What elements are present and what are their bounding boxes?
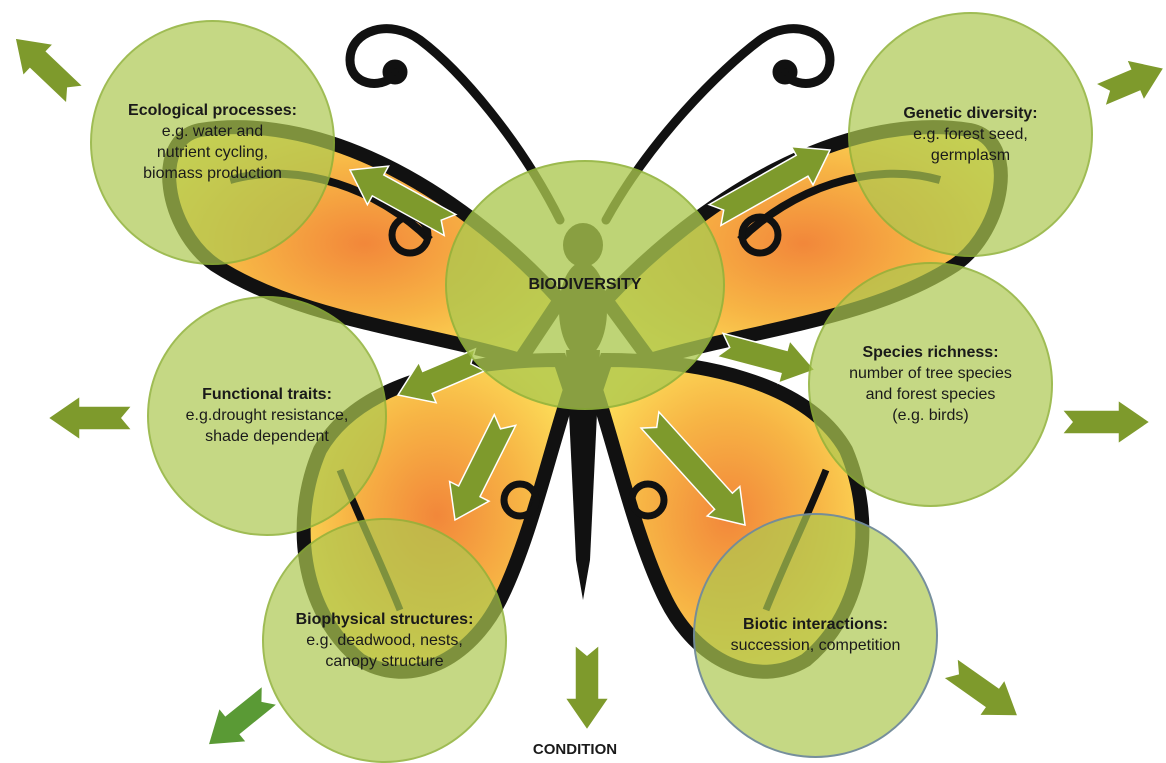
ecological-processes-circle: Ecological processes: e.g. water and nut…	[90, 20, 335, 265]
biodiversity-circle: BIODIVERSITY	[445, 160, 725, 410]
genetic-diversity-circle: Genetic diversity: e.g. forest seed, ger…	[848, 12, 1093, 257]
biophysical-structures-circle: Biophysical structures: e.g. deadwood, n…	[262, 518, 507, 763]
biodiversity-label: BIODIVERSITY	[528, 276, 642, 293]
arrow-to-biophysical-structures	[448, 412, 518, 522]
arrow-out-bottom	[563, 643, 611, 732]
species-richness-title: Species richness:	[862, 344, 999, 361]
biophysical-structures-desc: e.g. deadwood, nests, canopy structure	[306, 631, 463, 670]
genetic-diversity-desc: e.g. forest seed, germplasm	[913, 125, 1028, 164]
arrow-out-top-left	[14, 37, 85, 106]
arrow-out-top-right	[1093, 58, 1166, 108]
arrow-to-ecological-processes	[348, 165, 458, 237]
biophysical-structures-title: Biophysical structures:	[295, 610, 474, 628]
functional-traits-desc: e.g.drought resistance, shade dependent	[185, 407, 349, 445]
arrow-out-bottom-left	[206, 684, 280, 746]
species-richness-circle: Species richness: number of tree species…	[808, 262, 1053, 507]
arrow-out-bottom-right	[941, 656, 1020, 717]
biotic-interactions-circle: Biotic interactions: succession, competi…	[693, 513, 938, 758]
antennae	[345, 24, 835, 225]
arrow-out-right	[1060, 398, 1152, 446]
genetic-diversity-title: Genetic diversity:	[903, 104, 1038, 122]
ecological-processes-title: Ecological processes:	[128, 102, 297, 119]
species-richness-desc: number of tree species and forest specie…	[849, 365, 1012, 424]
ecological-processes-desc: e.g. water and nutrient cycling, biomass…	[143, 123, 282, 182]
arrow-to-genetic-diversity	[707, 145, 832, 227]
condition-label: CONDITION	[532, 741, 618, 758]
arrow-group	[14, 37, 1166, 746]
arrow-out-left	[46, 394, 134, 442]
arrow-to-species-richness	[715, 332, 817, 385]
arrow-to-biotic-interactions	[639, 410, 746, 526]
functional-traits-title: Functional traits:	[202, 386, 332, 403]
functional-traits-circle: Functional traits: e.g.drought resistanc…	[147, 296, 387, 536]
arrow-to-functional-traits	[396, 347, 487, 404]
biotic-interactions-desc: succession, competition	[730, 637, 901, 654]
biotic-interactions-title: Biotic interactions:	[743, 616, 888, 633]
